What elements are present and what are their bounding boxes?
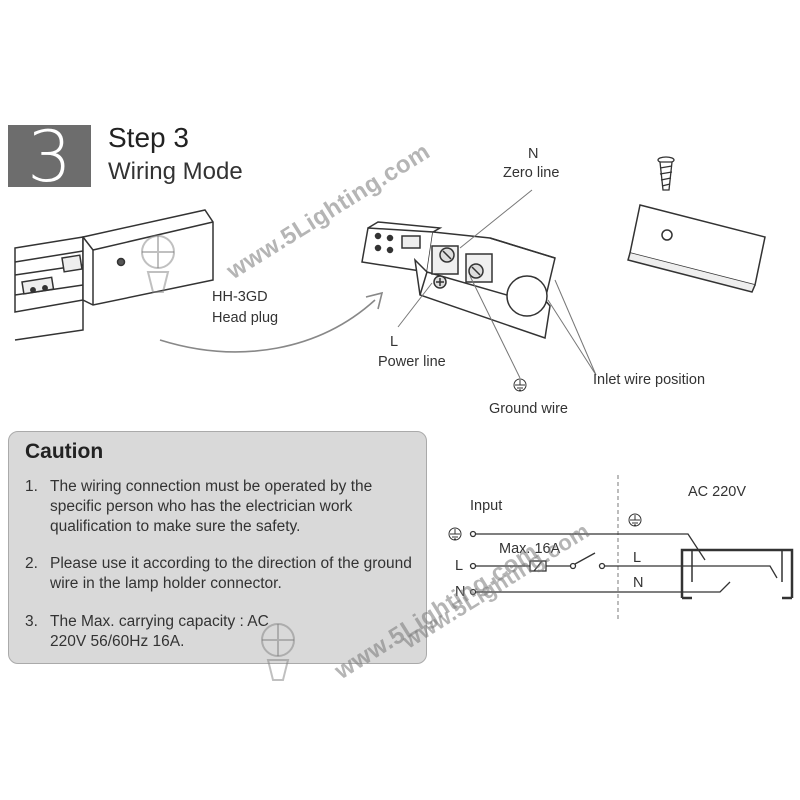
circuit-left-l: L xyxy=(455,558,464,574)
ground-symbol-icon xyxy=(628,513,642,527)
terminal-l xyxy=(469,562,477,570)
caution-title: Caution xyxy=(25,440,104,463)
max-current-label: Max. 16A xyxy=(499,541,561,557)
inlet-wire-position-label: Inlet wire position xyxy=(593,372,706,388)
head-plug-housing xyxy=(82,209,214,306)
screw-icon xyxy=(657,156,675,191)
caution-item-number: 2. xyxy=(25,555,38,572)
terminal-n xyxy=(469,588,477,596)
terminal-ground xyxy=(469,530,477,538)
input-label: Input xyxy=(470,498,503,514)
caution-item-2: 2. Please use it according to the directi… xyxy=(25,554,425,594)
track-profile xyxy=(680,548,794,598)
curved-arrow xyxy=(159,299,376,353)
step-number: 3 xyxy=(27,116,72,198)
caution-item-number: 3. xyxy=(25,613,38,630)
watermark-logo-icon xyxy=(261,623,295,681)
step-title: Step 3 xyxy=(108,122,189,153)
caution-item-number: 1. xyxy=(25,478,38,495)
power-line-label: Power line xyxy=(378,354,446,370)
zero-line-label: Zero line xyxy=(503,165,560,181)
circuit-right-l: L xyxy=(633,550,642,566)
caution-item-3: 3. The Max. carrying capacity : AC 220V 5… xyxy=(25,612,280,652)
track-rail xyxy=(14,236,84,341)
ground-wire-label: Ground wire xyxy=(489,401,568,417)
zero-line-letter: N xyxy=(528,146,539,162)
caution-item-text: The wiring connection must be operated b… xyxy=(50,478,373,535)
circuit-diagram xyxy=(448,475,794,620)
head-plug-model: HH-3GD xyxy=(212,289,268,305)
caution-item-text: The Max. carrying capacity : AC 220V 56/… xyxy=(50,613,269,650)
switch-icon xyxy=(574,552,596,565)
connector-body xyxy=(361,221,556,340)
step-subtitle: Wiring Mode xyxy=(108,158,243,185)
wiring-illustration xyxy=(14,156,766,392)
circuit-right-n: N xyxy=(633,575,644,591)
caution-panel xyxy=(8,431,427,664)
ground-symbol-icon xyxy=(513,378,527,392)
ac-voltage-label: AC 220V xyxy=(688,484,747,500)
caution-item-1: 1. The wiring connection must be operated… xyxy=(25,477,425,537)
head-plug-name: Head plug xyxy=(212,310,279,326)
curved-arrow-head xyxy=(365,291,384,310)
ground-wire-line xyxy=(476,533,706,561)
circuit-left-n: N xyxy=(455,584,466,600)
leader-lines xyxy=(397,189,597,379)
ground-symbol-icon xyxy=(448,527,462,541)
step-number-box: 3 xyxy=(8,117,91,197)
power-line-letter: L xyxy=(390,334,399,350)
watermark-logo-icon xyxy=(141,235,175,293)
cover-plate xyxy=(627,204,766,293)
caution-item-text: Please use it according to the direction… xyxy=(50,555,412,592)
